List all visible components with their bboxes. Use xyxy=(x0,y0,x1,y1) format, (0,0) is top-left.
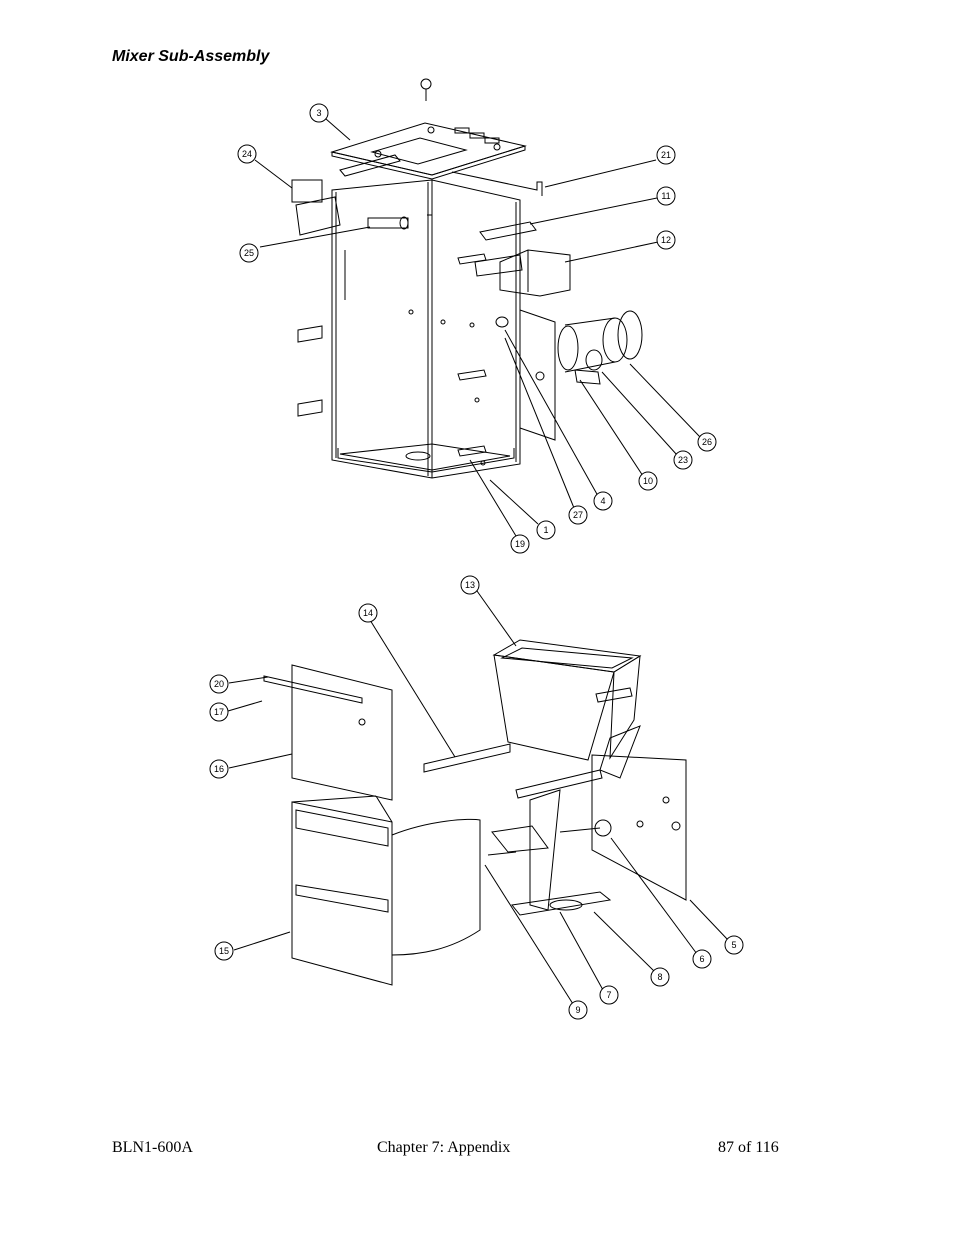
svg-text:6: 6 xyxy=(699,954,704,964)
svg-text:20: 20 xyxy=(214,679,224,689)
callout-9: 9 xyxy=(568,1000,588,1020)
callout-6: 6 xyxy=(692,949,712,969)
svg-text:24: 24 xyxy=(242,149,252,159)
callout-19: 19 xyxy=(510,534,530,554)
svg-text:13: 13 xyxy=(465,580,475,590)
door-frame-15-part xyxy=(291,795,481,986)
callout-21: 21 xyxy=(656,145,676,165)
svg-text:25: 25 xyxy=(244,248,254,258)
callout-5: 5 xyxy=(724,935,744,955)
svg-text:1: 1 xyxy=(543,525,548,535)
svg-text:9: 9 xyxy=(575,1005,580,1015)
callout-13: 13 xyxy=(460,575,480,595)
svg-text:26: 26 xyxy=(702,437,712,447)
switch-12-part xyxy=(474,249,571,297)
callout-27: 27 xyxy=(568,505,588,525)
latch-brackets-part xyxy=(297,253,487,457)
callout-4: 4 xyxy=(593,491,613,511)
motor-assembly-part xyxy=(519,309,643,441)
callout-3: 3 xyxy=(309,103,329,123)
callout-8: 8 xyxy=(650,967,670,987)
bar-14-part xyxy=(423,743,511,773)
footer-page-number: 87 of 116 xyxy=(718,1139,779,1156)
callout-20: 20 xyxy=(209,674,229,694)
svg-text:5: 5 xyxy=(731,940,736,950)
callout-12: 12 xyxy=(656,230,676,250)
svg-text:10: 10 xyxy=(643,476,653,486)
callout-11: 11 xyxy=(656,186,676,206)
svg-text:15: 15 xyxy=(219,946,229,956)
callout-14: 14 xyxy=(358,603,378,623)
callout-1: 1 xyxy=(536,520,556,540)
bracket-21-part xyxy=(451,171,543,196)
leader-lines-lower xyxy=(227,590,729,1005)
svg-text:11: 11 xyxy=(661,191,670,201)
callout-26: 26 xyxy=(697,432,717,452)
svg-text:4: 4 xyxy=(600,496,605,506)
rail-11-part xyxy=(479,221,537,241)
eye-bolt-part xyxy=(420,78,432,101)
svg-text:27: 27 xyxy=(573,510,583,520)
svg-text:14: 14 xyxy=(363,608,373,618)
callout-24: 24 xyxy=(237,144,257,164)
hopper-13-part xyxy=(492,639,642,779)
footer-doc-id: BLN1-600A xyxy=(112,1139,193,1156)
back-plate-16-part xyxy=(263,664,393,801)
svg-text:16: 16 xyxy=(214,764,224,774)
agitator-part xyxy=(487,769,612,916)
callout-7: 7 xyxy=(599,985,619,1005)
side-plate-5-part xyxy=(591,754,687,901)
svg-text:17: 17 xyxy=(214,707,224,717)
svg-text:23: 23 xyxy=(678,455,688,465)
svg-text:8: 8 xyxy=(657,972,662,982)
leader-lines-upper xyxy=(254,118,701,537)
callout-15: 15 xyxy=(214,941,234,961)
fitting-27-part xyxy=(495,316,509,328)
callout-10: 10 xyxy=(638,471,658,491)
svg-text:3: 3 xyxy=(316,108,321,118)
svg-text:12: 12 xyxy=(661,235,671,245)
callout-17: 17 xyxy=(209,702,229,722)
svg-text:7: 7 xyxy=(606,990,611,1000)
svg-text:21: 21 xyxy=(661,150,671,160)
footer-chapter: Chapter 7: Appendix xyxy=(377,1139,511,1156)
relay-24-part xyxy=(291,179,341,236)
callout-25: 25 xyxy=(239,243,259,263)
mixer-box-body-part xyxy=(331,179,521,479)
section-title: Mixer Sub-Assembly xyxy=(112,48,270,65)
svg-text:19: 19 xyxy=(515,539,525,549)
callout-16: 16 xyxy=(209,759,229,779)
top-plate-part xyxy=(330,122,527,180)
rod-25-part xyxy=(367,216,409,230)
callout-23: 23 xyxy=(673,450,693,470)
